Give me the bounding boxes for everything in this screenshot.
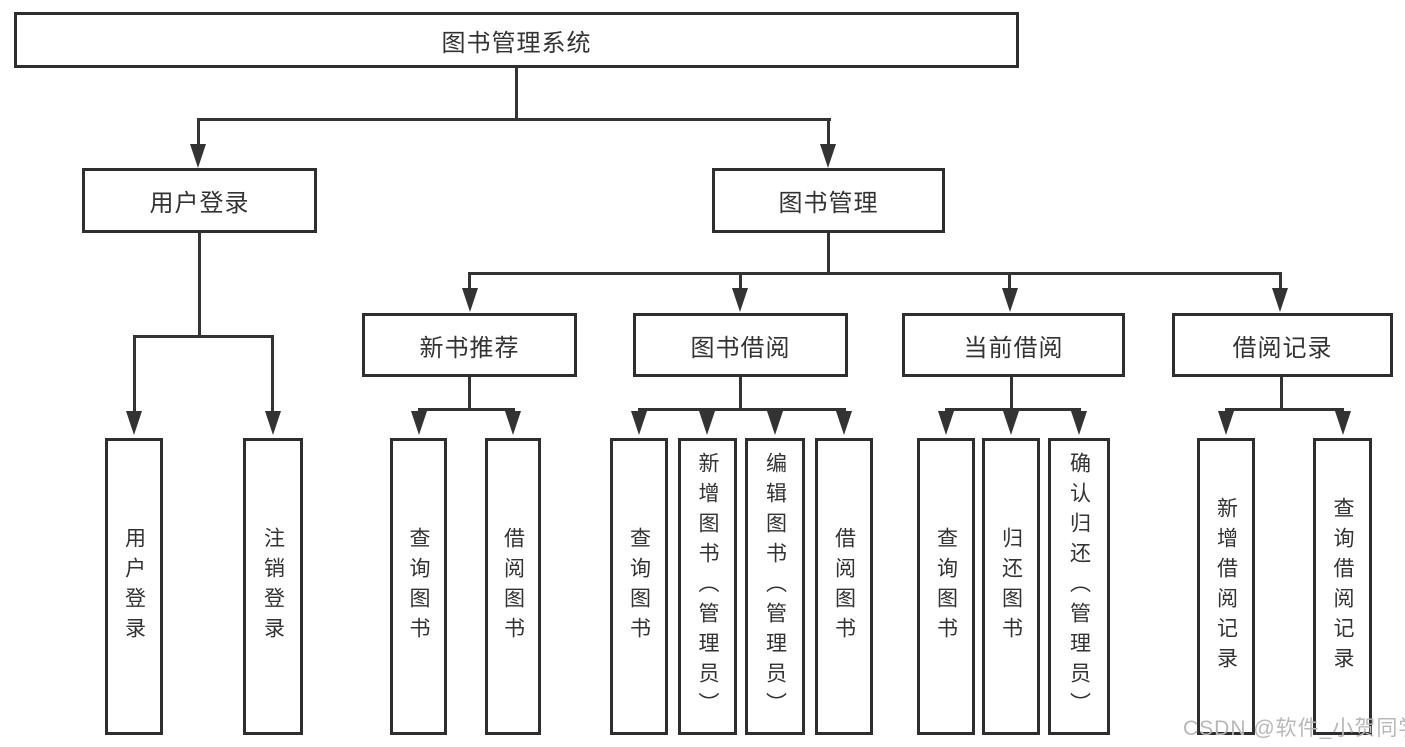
- connector-level2-rail: [197, 118, 831, 121]
- node-user-login: 用户登录: [82, 168, 317, 233]
- connector-user-login-rail: [133, 335, 274, 338]
- node-label: 查询图书: [934, 526, 958, 647]
- node-new-book-recommend: 新书推荐: [362, 313, 577, 377]
- node-label: 注销登录: [261, 526, 285, 647]
- arrowhead-down-icon: [820, 144, 836, 168]
- node-label: 归还图书: [999, 526, 1023, 647]
- connector-drop-new-book: [468, 272, 471, 288]
- connector-current-borrow-stem: [1010, 377, 1013, 408]
- connector-drop-book-management: [827, 118, 830, 146]
- connector-drop-current-borrow: [1008, 272, 1011, 288]
- node-label: 图书管理: [778, 190, 879, 217]
- node-label: 新书推荐: [419, 334, 520, 362]
- arrowhead-down-icon: [411, 411, 427, 435]
- leaf-add-books-admin: 新增图书（管理员）: [678, 438, 737, 735]
- arrowhead-down-icon: [1071, 411, 1087, 435]
- leaf-borrow-books-2: 借阅图书: [815, 438, 873, 735]
- leaf-return-books: 归还图书: [982, 438, 1040, 735]
- connector-book-management-stem: [827, 233, 830, 272]
- watermark: CSDN @软件_小贺同学: [1183, 717, 1405, 740]
- arrowhead-down-icon: [699, 411, 715, 435]
- node-label: 图书管理系统: [441, 29, 592, 57]
- leaf-query-books-3: 查询图书: [917, 438, 975, 735]
- connector-level3-rail: [469, 272, 1282, 275]
- node-book-management: 图书管理: [712, 168, 945, 233]
- leaf-user-login: 用户登录: [105, 438, 163, 735]
- node-label: 用户登录: [149, 190, 250, 217]
- connector-book-borrow-stem: [739, 377, 742, 408]
- leaf-logout: 注销登录: [243, 438, 303, 735]
- leaf-query-borrow-record: 查询借阅记录: [1313, 438, 1372, 735]
- node-label: 借阅记录: [1232, 334, 1333, 362]
- arrowhead-down-icon: [938, 411, 954, 435]
- node-root-system: 图书管理系统: [14, 12, 1019, 68]
- leaf-query-books-1: 查询图书: [390, 438, 447, 735]
- connector-drop-user-login: [197, 118, 200, 146]
- arrowhead-down-icon: [732, 288, 748, 312]
- connector-root-stem: [515, 68, 518, 118]
- node-label: 用户登录: [122, 526, 146, 647]
- connector-drop-book-borrow: [739, 272, 742, 288]
- arrowhead-down-icon: [462, 288, 478, 312]
- node-label: 新增借阅记录: [1214, 496, 1238, 677]
- connector-user-login-stem: [198, 233, 201, 335]
- node-current-borrow: 当前借阅: [902, 313, 1125, 377]
- connector-drop-leaf: [271, 335, 274, 411]
- connector-drop-leaf: [133, 335, 136, 411]
- arrowhead-down-icon: [1218, 411, 1234, 435]
- node-label: 借阅图书: [832, 526, 856, 647]
- arrowhead-down-icon: [836, 411, 852, 435]
- arrowhead-down-icon: [631, 411, 647, 435]
- node-label: 查询借阅记录: [1331, 496, 1354, 677]
- node-label: 图书借阅: [690, 334, 791, 362]
- arrowhead-down-icon: [767, 411, 783, 435]
- arrowhead-down-icon: [265, 411, 281, 435]
- node-label: 编辑图书（管理员）: [763, 451, 787, 722]
- connector-book-borrow-rail: [638, 408, 846, 411]
- arrowhead-down-icon: [505, 411, 521, 435]
- arrowhead-down-icon: [1002, 288, 1018, 312]
- node-book-borrow: 图书借阅: [633, 313, 848, 377]
- leaf-confirm-return-admin: 确认归还（管理员）: [1048, 438, 1110, 735]
- connector-drop-borrow-records: [1279, 272, 1282, 288]
- leaf-edit-books-admin: 编辑图书（管理员）: [745, 438, 805, 735]
- node-label: 当前借阅: [963, 334, 1064, 362]
- leaf-add-borrow-record: 新增借阅记录: [1197, 438, 1255, 735]
- arrowhead-down-icon: [190, 144, 206, 168]
- connector-borrow-records-rail: [1225, 408, 1344, 411]
- node-borrow-records: 借阅记录: [1172, 313, 1393, 377]
- arrowhead-down-icon: [1003, 411, 1019, 435]
- arrowhead-down-icon: [1272, 288, 1288, 312]
- node-label: 查询图书: [407, 526, 430, 647]
- connector-borrow-records-stem: [1280, 377, 1283, 408]
- node-label: 查询图书: [627, 526, 651, 647]
- connector-new-book-stem: [468, 377, 471, 408]
- leaf-query-books-2: 查询图书: [610, 438, 668, 735]
- node-label: 借阅图书: [501, 526, 525, 647]
- arrowhead-down-icon: [126, 411, 142, 435]
- connector-current-borrow-rail: [945, 408, 1081, 411]
- arrowhead-down-icon: [1335, 411, 1351, 435]
- node-label: 新增图书（管理员）: [696, 451, 719, 722]
- connector-new-book-rail: [418, 408, 515, 411]
- node-label: 确认归还（管理员）: [1067, 451, 1091, 722]
- leaf-borrow-books-1: 借阅图书: [485, 438, 541, 735]
